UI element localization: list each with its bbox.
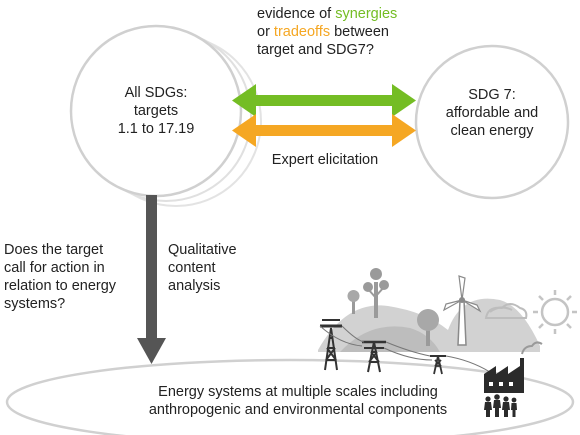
tradeoffs-term: tradeoffs: [273, 24, 331, 40]
energy-systems-label: Energy systems at multiple scales includ…: [148, 384, 448, 418]
question-line-1: evidence of synergies: [257, 6, 398, 22]
people-icon: [484, 394, 517, 417]
wind-turbine-icon: [442, 275, 482, 346]
factory-icon: [484, 341, 543, 393]
tree-icon: [363, 268, 389, 318]
energy-action-question: Does the target call for action in relat…: [4, 242, 117, 312]
left-circle-label: All SDGs: targets 1.1 to 17.19: [117, 85, 195, 137]
small-tree-icon: [347, 290, 360, 314]
right-circle-label: SDG 7: affordable and clean energy: [445, 87, 539, 139]
expert-elicitation-label: Expert elicitation: [271, 152, 379, 168]
content-analysis-label: Qualitative content analysis: [168, 242, 237, 294]
transmission-tower-icon-3: [430, 355, 446, 375]
round-tree-icon: [417, 309, 439, 346]
tradeoff-double-arrow: [232, 114, 416, 147]
right-circle: [414, 44, 570, 200]
cloud-icon: [484, 303, 528, 319]
transmission-tower-icon: [320, 319, 342, 371]
synergies-term: synergies: [335, 6, 398, 22]
question-line-2: or tradeoffs between: [257, 24, 389, 40]
transmission-tower-icon-2: [362, 340, 386, 373]
energy-systems-ellipse: [5, 358, 575, 435]
synergy-double-arrow: [232, 84, 416, 117]
question-line-3: target and SDG7?: [257, 42, 374, 58]
power-lines: [319, 325, 491, 373]
synergy-question: evidence of synergies or tradeoffs betwe…: [257, 5, 457, 59]
sun-icon: [533, 290, 577, 334]
downward-arrow: [137, 195, 166, 364]
